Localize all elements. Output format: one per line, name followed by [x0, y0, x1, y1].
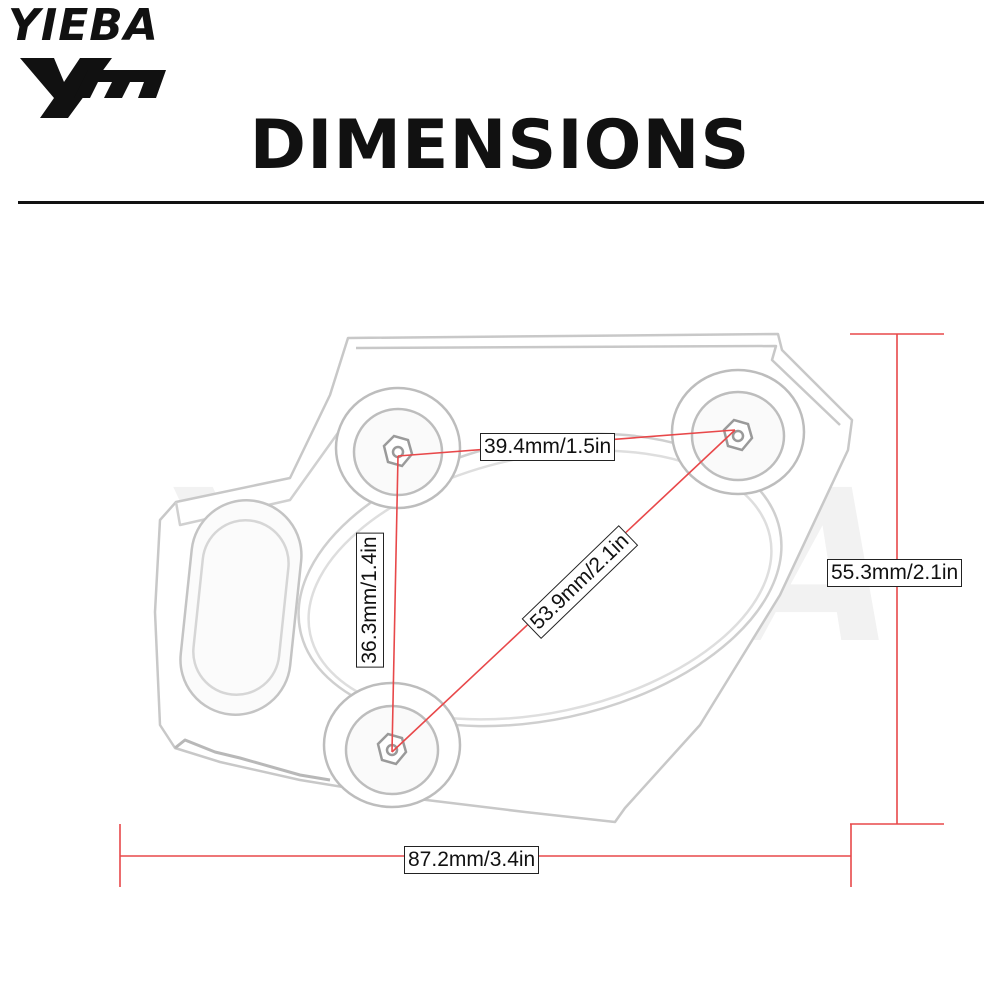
dimension-label-overall-width: 87.2mm/3.4in	[404, 846, 540, 874]
dimension-label-top-holes: 39.4mm/1.5in	[480, 433, 616, 461]
slot-cutout	[179, 499, 303, 716]
dimension-line-vertical-holes	[391, 455, 399, 753]
brand-logo-icon	[20, 58, 166, 118]
brand-name: YIEBA	[8, 0, 159, 51]
mounting-hole-top-right	[670, 368, 806, 496]
mounting-hole-top-left	[334, 386, 462, 510]
dimension-label-overall-height: 55.3mm/2.1in	[827, 559, 963, 587]
title-divider	[18, 201, 984, 204]
dimension-label-vertical-holes: 36.3mm/1.4in	[356, 532, 384, 668]
page-title: DIMENSIONS	[249, 106, 751, 185]
